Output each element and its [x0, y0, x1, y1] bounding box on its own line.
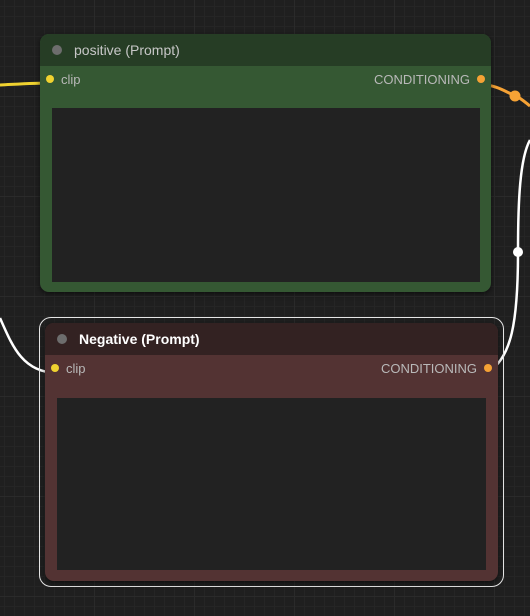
selection-outline	[39, 317, 504, 587]
positive-prompt-node[interactable]: positive (Prompt) clip CONDITIONING	[40, 34, 491, 292]
input-slot-clip[interactable]: clip	[51, 355, 86, 381]
prompt-text-input[interactable]	[57, 398, 486, 570]
output-slot-conditioning[interactable]: CONDITIONING	[374, 66, 485, 92]
collapse-dot-icon[interactable]	[52, 45, 62, 55]
reroute-dot-icon[interactable]	[509, 90, 521, 102]
output-slot-conditioning[interactable]: CONDITIONING	[381, 355, 492, 381]
reroute-dot-icon[interactable]	[513, 247, 523, 257]
slot-row: clip CONDITIONING	[40, 66, 491, 92]
output-slot-dot-icon[interactable]	[477, 75, 485, 83]
input-slot-dot-icon[interactable]	[46, 75, 54, 83]
input-slot-label: clip	[66, 360, 86, 376]
input-slot-label: clip	[61, 71, 81, 87]
negative-prompt-node[interactable]: Negative (Prompt) clip CONDITIONING	[45, 323, 498, 581]
output-slot-label: CONDITIONING	[373, 71, 470, 87]
node-title: positive (Prompt)	[74, 42, 180, 58]
collapse-dot-icon[interactable]	[57, 334, 67, 344]
prompt-text-input[interactable]	[52, 108, 480, 282]
input-slot-clip[interactable]: clip	[46, 66, 81, 92]
slot-row: clip CONDITIONING	[45, 355, 498, 381]
output-slot-dot-icon[interactable]	[484, 364, 492, 372]
node-title: Negative (Prompt)	[79, 331, 200, 347]
node-header[interactable]: positive (Prompt)	[40, 34, 491, 66]
input-slot-dot-icon[interactable]	[51, 364, 59, 372]
output-slot-label: CONDITIONING	[380, 360, 477, 376]
node-header[interactable]: Negative (Prompt)	[45, 323, 498, 355]
